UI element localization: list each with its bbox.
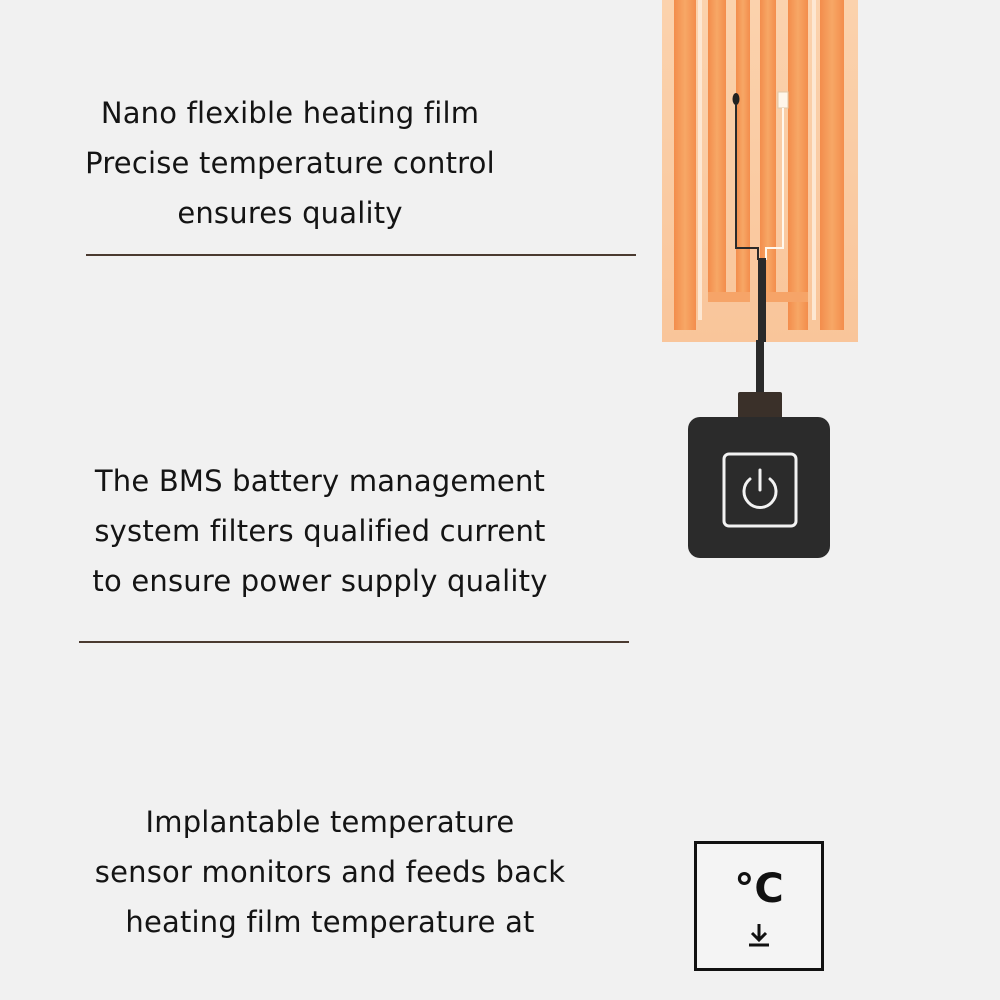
touch-switch-graphic xyxy=(688,340,830,558)
section-divider xyxy=(86,254,636,256)
touch-switch-image xyxy=(686,340,832,560)
celsius-label: °C xyxy=(734,866,784,912)
feature-line: sensor monitors and feeds back xyxy=(94,855,566,889)
feature-text-heating-film: Nano flexible heating film Precise tempe… xyxy=(60,88,520,238)
feature-text-bms: The BMS battery management system filter… xyxy=(70,456,570,606)
feature-text-sensor: Implantable temperature sensor monitors … xyxy=(80,797,580,947)
down-arrow-icon xyxy=(749,924,769,947)
feature-line: system filters qualified current xyxy=(94,514,546,548)
power-icon xyxy=(742,468,778,509)
feature-line: The BMS battery management xyxy=(94,464,546,498)
feature-line: heating film temperature at xyxy=(125,905,535,939)
heating-film-graphic xyxy=(662,0,858,342)
feature-line: Nano flexible heating film xyxy=(100,96,480,130)
heating-film-image xyxy=(662,0,858,342)
feature-line: ensures quality xyxy=(177,196,403,230)
power-button-outline xyxy=(722,452,798,528)
feature-line: to ensure power supply quality xyxy=(92,564,548,598)
section-divider xyxy=(79,641,629,643)
temperature-sensor-icon: °C xyxy=(694,841,824,971)
feature-line: Precise temperature control xyxy=(85,146,495,180)
feature-line: Implantable temperature xyxy=(145,805,515,839)
